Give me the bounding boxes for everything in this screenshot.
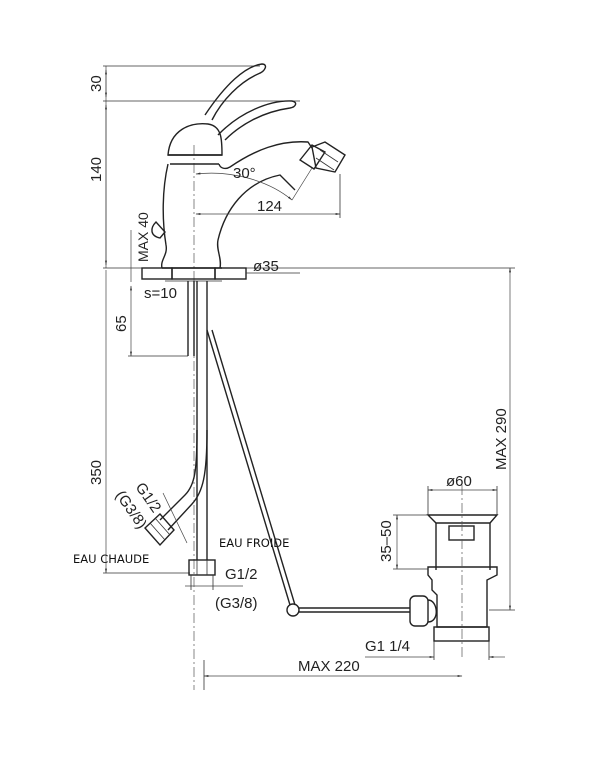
spray-angle-dim: 30° bbox=[233, 165, 256, 182]
hot-connection-label: G1/2 (G3/8) bbox=[112, 480, 165, 533]
waste-dimensions: ø60 35–50 G1 1/4 MAX 290 MAX 220 bbox=[203, 267, 515, 690]
waste-diameter-dim: ø60 bbox=[446, 473, 472, 490]
shank-and-supply bbox=[144, 281, 243, 590]
max-rod-reach-dim: MAX 220 bbox=[298, 658, 360, 675]
cold-thread-dim: G1/2 bbox=[225, 566, 258, 583]
max-rod-depth-dim: MAX 290 bbox=[493, 408, 510, 470]
max-deck-thickness-dim: MAX 40 bbox=[135, 212, 151, 262]
waste-height-dim: 35–50 bbox=[378, 520, 395, 562]
hot-water-label: EAU CHAUDE bbox=[73, 552, 149, 566]
left-dimension-chain: 30 140 MAX 40 350 65 s=10 bbox=[88, 65, 300, 574]
spout-reach-dim: 124 bbox=[257, 198, 282, 215]
cold-thread-alt-dim: (G3/8) bbox=[215, 595, 258, 612]
mixer-lever bbox=[204, 63, 297, 141]
popup-rod bbox=[206, 329, 410, 617]
base-plate: ø35 bbox=[141, 258, 300, 282]
lever-travel-dim: 30 bbox=[88, 75, 105, 92]
hose-length-dim: 350 bbox=[88, 460, 105, 485]
shank-thickness-dim: s=10 bbox=[144, 285, 177, 302]
body-height-dim: 140 bbox=[88, 157, 105, 182]
mixer-body bbox=[151, 123, 313, 269]
popup-waste bbox=[409, 485, 499, 660]
base-diameter-dim: ø35 bbox=[253, 258, 279, 275]
spout-dimensions: 30° 124 bbox=[195, 165, 341, 218]
shank-length-dim: 65 bbox=[113, 315, 130, 332]
waste-thread-dim: G1 1/4 bbox=[365, 638, 410, 655]
spray-nozzle bbox=[298, 141, 346, 173]
cold-water-label: EAU FROIDE bbox=[219, 536, 289, 550]
